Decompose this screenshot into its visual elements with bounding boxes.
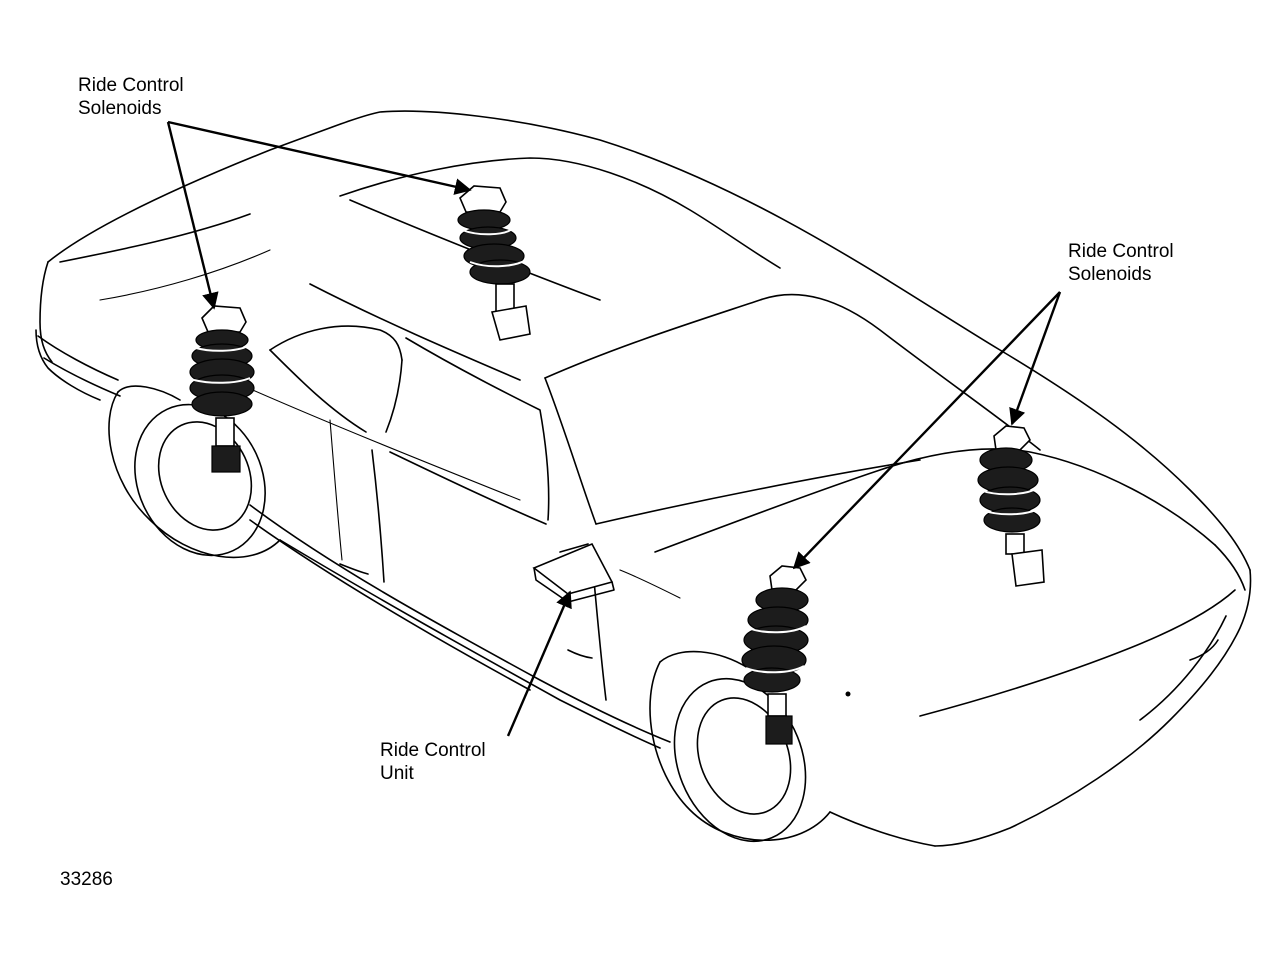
solenoids-label-left: Ride Control Solenoids bbox=[78, 74, 184, 120]
control-unit-label-line1: Ride Control bbox=[380, 740, 486, 761]
arrow-to-control-unit bbox=[506, 590, 572, 737]
solenoids-label-right-line1: Ride Control bbox=[1068, 241, 1174, 262]
strut-rear-right bbox=[457, 185, 531, 341]
leader-arrows bbox=[166, 120, 1062, 737]
control-unit-label-line2: Unit bbox=[380, 763, 414, 784]
rear-wheel bbox=[108, 385, 281, 559]
solenoids-label-left-line1: Ride Control bbox=[78, 75, 184, 96]
solenoids-label-right: Ride Control Solenoids bbox=[1068, 240, 1174, 286]
arrow-to-front-right-solenoid bbox=[1009, 291, 1062, 426]
car-body bbox=[35, 110, 1252, 847]
figure-number: 33286 bbox=[60, 869, 113, 890]
control-unit-label: Ride Control Unit bbox=[380, 739, 486, 785]
solenoids-label-left-line2: Solenoids bbox=[78, 98, 162, 119]
arrow-to-rear-left-solenoid bbox=[166, 121, 219, 310]
strut-front-left bbox=[741, 565, 809, 745]
arrow-to-rear-right-solenoid bbox=[167, 120, 472, 195]
strut-rear-left bbox=[189, 305, 255, 473]
arrow-to-front-left-solenoid bbox=[792, 291, 1061, 570]
solenoids-label-right-line2: Solenoids bbox=[1068, 264, 1152, 285]
front-wheel bbox=[649, 650, 831, 843]
ride-control-unit bbox=[532, 542, 615, 603]
strut-front-right bbox=[977, 425, 1045, 587]
